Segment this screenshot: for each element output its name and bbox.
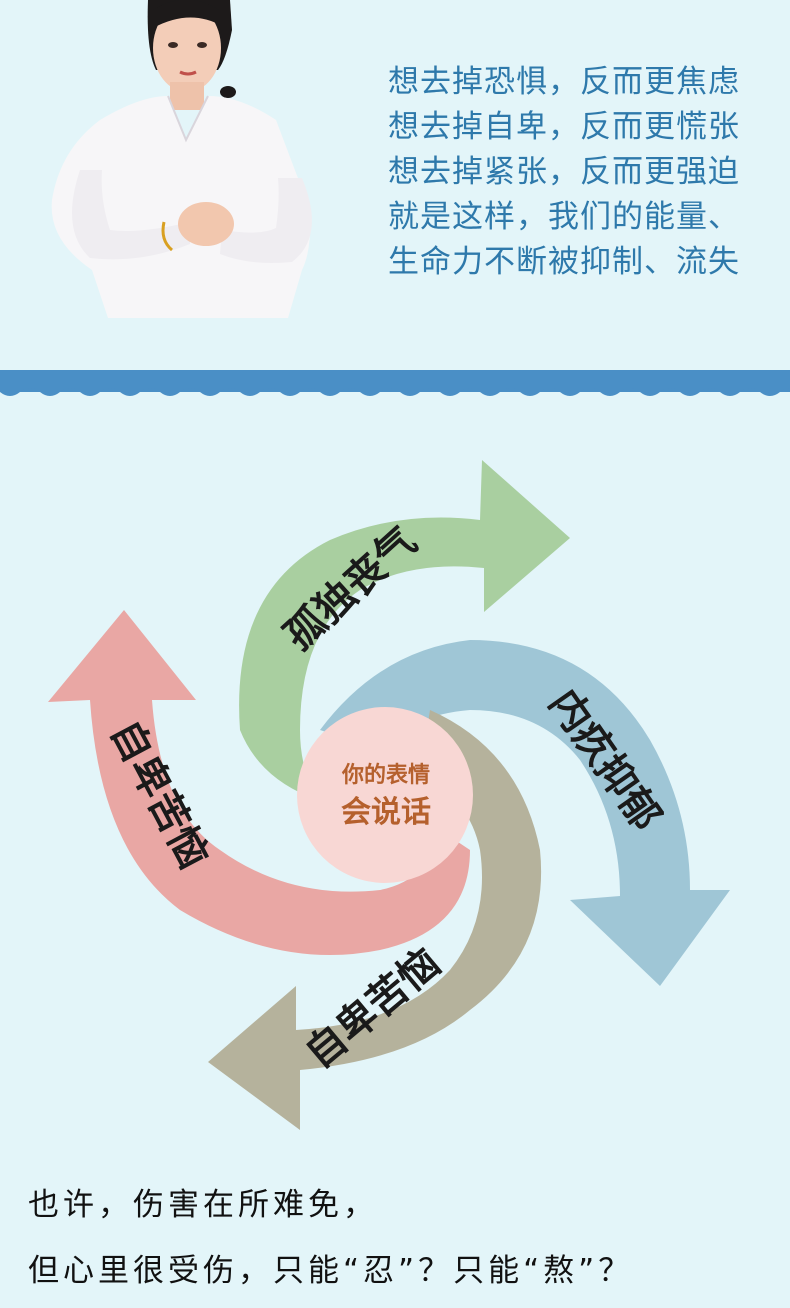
center-circle: 你的表情 会说话 — [297, 707, 473, 883]
quote-line: 想去掉紧张，反而更强迫 — [388, 154, 740, 190]
quote-line: 想去掉恐惧，反而更焦虑 — [388, 64, 740, 100]
wave-divider — [0, 370, 790, 396]
woman-photo — [51, 0, 312, 318]
footer-text: 也许，伤害在所难免， 但心里很受伤，只能“忍”？只能“熬”？ — [28, 1172, 768, 1304]
quote-line: 想去掉自卑，反而更慌张 — [388, 109, 740, 145]
quote-line: 就是这样，我们的能量、 — [388, 199, 740, 235]
footer-line1: 也许，伤害在所难免， — [28, 1187, 378, 1223]
quote-line: 生命力不断被抑制、流失 — [388, 244, 740, 280]
center-line2: 会说话 — [341, 795, 431, 830]
footer-line2: 但心里很受伤，只能“忍”？只能“熬”？ — [28, 1253, 634, 1289]
quote-text: 想去掉恐惧，反而更焦虑 想去掉自卑，反而更慌张 想去掉紧张，反而更强迫 就是这样… — [388, 60, 780, 285]
top-section: 想去掉恐惧，反而更焦虑 想去掉自卑，反而更慌张 想去掉紧张，反而更强迫 就是这样… — [0, 0, 790, 372]
emotion-cycle-diagram: 孤独丧气 内疚抑郁 自卑苦恼 自卑苦恼 你的表情 会说话 — [48, 460, 730, 1130]
center-line1: 你的表情 — [341, 762, 430, 788]
